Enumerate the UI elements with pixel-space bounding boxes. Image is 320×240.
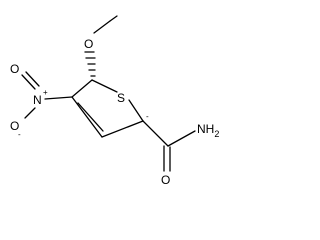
carbanion-charge: -: [146, 112, 149, 121]
bond-amide-c-n: [167, 130, 196, 147]
sulfur-atom-label: S: [117, 91, 125, 105]
bond-n-o-top-double: [21, 74, 36, 90]
bond-c3-c4-inner: [77, 102, 104, 132]
hashed-bond-c2-o: [84, 51, 96, 77]
bond-o-methyl-end: [109, 15, 118, 22]
molecule-structure: S O N + O O - - O NH2: [10, 15, 219, 187]
bond-c3-c4-double: [71, 96, 103, 138]
bond-o-methyl: [93, 20, 111, 34]
methoxy-oxygen-label: O: [84, 37, 93, 51]
bond-s-c2: [91, 79, 118, 93]
bond-c5-s: [128, 99, 144, 122]
nitro-oxygen-top-label: O: [10, 62, 19, 76]
nitro-oxygen-bottom-label: O: [10, 119, 19, 133]
bond-c5-amide-c: [142, 120, 169, 147]
nitro-oxygen-bottom-charge: -: [18, 130, 21, 139]
bond-n-o-top-inner: [25, 71, 40, 87]
bond-c3-n: [44, 96, 73, 100]
amide-nitrogen-label: NH2: [197, 122, 219, 139]
bond-n-o-bottom: [24, 107, 36, 119]
nitro-nitrogen-label: N: [33, 93, 42, 107]
carbonyl-oxygen-label: O: [161, 173, 170, 187]
amide-nh-text: NH: [197, 122, 214, 136]
nitro-nitrogen-charge: +: [43, 88, 48, 97]
amide-subscript: 2: [214, 129, 219, 139]
bond-c2-c3: [71, 79, 93, 98]
bond-c4-c5: [101, 120, 144, 138]
